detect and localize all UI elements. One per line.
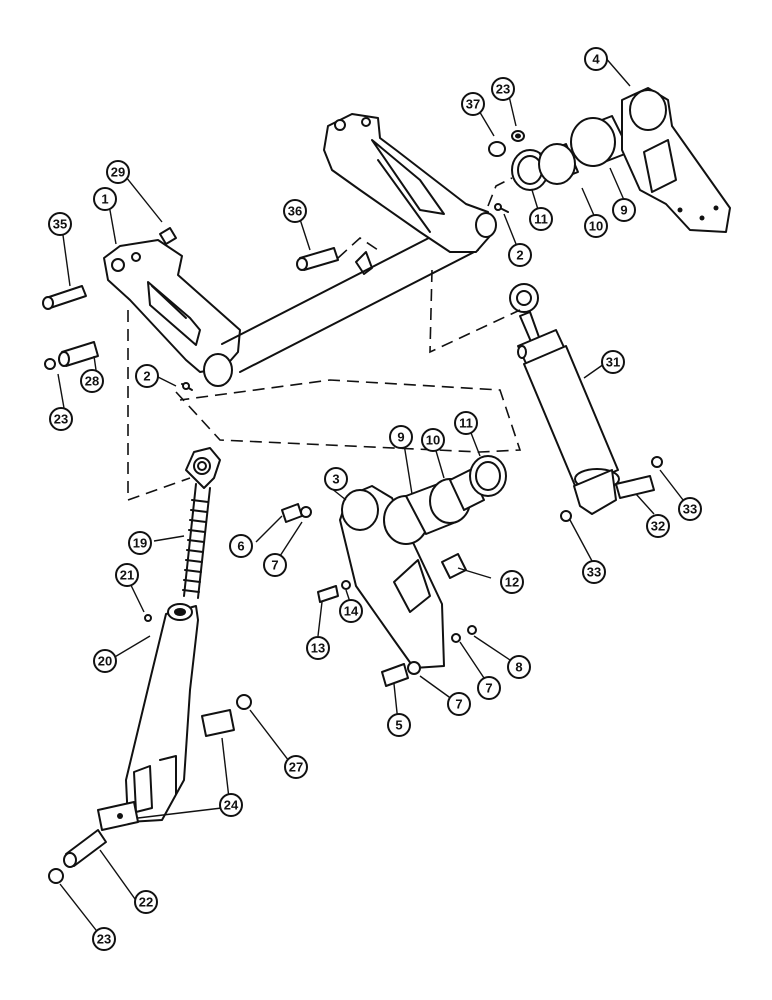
callout-3: 3	[324, 467, 348, 491]
lift-link-assembly	[48, 447, 252, 884]
callout-8-label: 8	[515, 660, 522, 675]
callout-35-label: 35	[53, 217, 67, 232]
rockshaft-assembly	[103, 113, 497, 387]
callout-35: 35	[48, 212, 72, 236]
callout-8: 8	[507, 655, 531, 679]
callout-36-label: 36	[288, 204, 302, 219]
callout-5-label: 5	[395, 718, 402, 733]
callout-7a: 7	[263, 553, 287, 577]
callout-24: 24	[219, 793, 243, 817]
callout-19-label: 19	[133, 536, 147, 551]
callout-10a: 10	[584, 214, 608, 238]
callout-7c-label: 7	[485, 681, 492, 696]
callout-10b-label: 10	[426, 433, 440, 448]
callout-22: 22	[134, 890, 158, 914]
callout-23c-label: 23	[97, 932, 111, 947]
callout-33a: 33	[678, 497, 702, 521]
right-bearing-group	[488, 87, 731, 233]
callout-7b: 7	[447, 692, 471, 716]
callout-32-label: 32	[651, 519, 665, 534]
callout-3-label: 3	[332, 472, 339, 487]
callout-14: 14	[339, 599, 363, 623]
callout-1-label: 1	[101, 192, 108, 207]
callout-11a: 11	[529, 207, 553, 231]
callout-12: 12	[500, 570, 524, 594]
callout-5: 5	[387, 713, 411, 737]
callout-14-label: 14	[344, 604, 359, 619]
pins-upper-left	[42, 227, 339, 391]
assembly-dashed-lines	[127, 177, 522, 502]
callout-9a-label: 9	[620, 203, 627, 218]
callout-7c: 7	[477, 676, 501, 700]
callout-37: 37	[461, 92, 485, 116]
callout-23b: 23	[49, 407, 73, 431]
callouts: 1 2 2 3 4 5 6 7 7 7 8 9 9 10 10 11 11 12…	[48, 47, 702, 951]
callout-31-label: 31	[606, 355, 620, 370]
callout-2a-label: 2	[516, 248, 523, 263]
callout-9a: 9	[612, 198, 636, 222]
callout-23b-label: 23	[54, 412, 68, 427]
callout-13-label: 13	[311, 641, 325, 656]
callout-6-label: 6	[237, 539, 244, 554]
callout-23c: 23	[92, 927, 116, 951]
callout-29: 29	[106, 160, 130, 184]
callout-7b-label: 7	[455, 697, 462, 712]
callout-6: 6	[229, 534, 253, 558]
lower-bracket-assembly	[281, 455, 507, 687]
callout-11b-label: 11	[459, 416, 473, 431]
callout-21-label: 21	[120, 568, 134, 583]
callout-10a-label: 10	[589, 219, 603, 234]
callout-33b-label: 33	[587, 565, 601, 580]
callout-19: 19	[128, 531, 152, 555]
callout-11a-label: 11	[534, 212, 548, 227]
callout-12-label: 12	[505, 575, 519, 590]
callout-2a: 2	[508, 243, 532, 267]
callout-27: 27	[284, 755, 308, 779]
callout-36: 36	[283, 199, 307, 223]
callout-28: 28	[80, 369, 104, 393]
callout-9b-label: 9	[397, 430, 404, 445]
callout-31: 31	[601, 350, 625, 374]
callout-33a-label: 33	[683, 502, 697, 517]
hydraulic-cylinder	[509, 283, 663, 522]
callout-37-label: 37	[466, 97, 480, 112]
callout-33b: 33	[582, 560, 606, 584]
callout-28-label: 28	[85, 374, 99, 389]
callout-29-label: 29	[111, 165, 125, 180]
callout-4-label: 4	[592, 52, 600, 67]
callout-11b: 11	[454, 411, 478, 435]
callout-2b: 2	[135, 364, 159, 388]
callout-27-label: 27	[289, 760, 303, 775]
callout-7a-label: 7	[271, 558, 278, 573]
callout-21: 21	[115, 563, 139, 587]
callout-13: 13	[306, 636, 330, 660]
callout-32: 32	[646, 514, 670, 538]
callout-23a-label: 23	[496, 82, 510, 97]
callout-20-label: 20	[98, 654, 112, 669]
callout-20: 20	[93, 649, 117, 673]
callout-10b: 10	[421, 428, 445, 452]
callout-24-label: 24	[224, 798, 239, 813]
callout-9b: 9	[389, 425, 413, 449]
callout-23a: 23	[491, 77, 515, 101]
callout-22-label: 22	[139, 895, 153, 910]
callout-1: 1	[93, 187, 117, 211]
callout-4: 4	[584, 47, 608, 71]
callout-2b-label: 2	[143, 369, 150, 384]
